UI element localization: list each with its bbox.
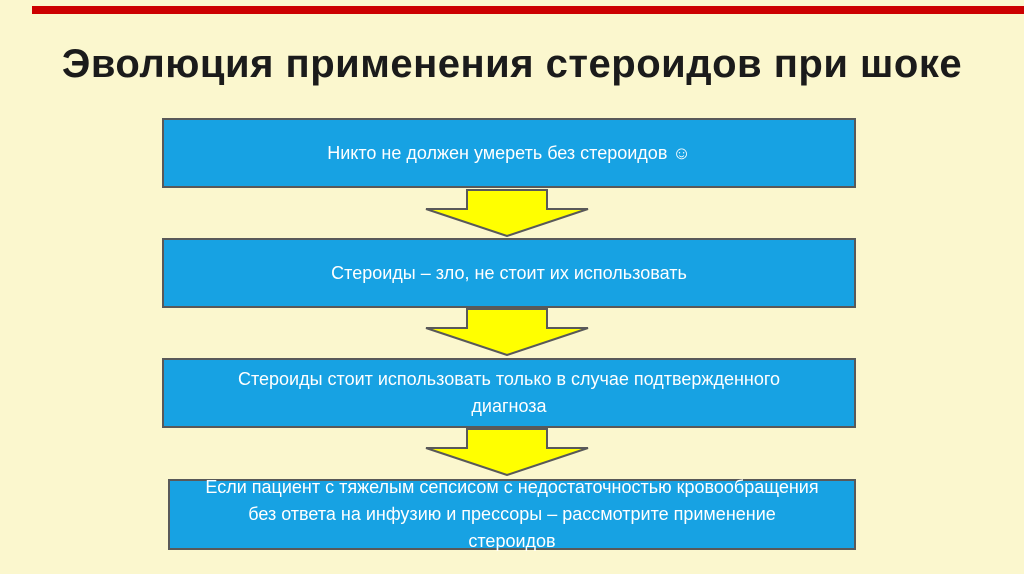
down-arrow-icon — [424, 428, 590, 476]
flow-step-2-label: Стероиды – зло, не стоит их использовать — [331, 262, 687, 283]
flow-step-3-box: Стероиды стоит использовать только в слу… — [162, 358, 856, 428]
top-red-bar — [32, 6, 1024, 14]
down-arrow-icon — [424, 189, 590, 237]
slide-title: Эволюция применения стероидов при шоке — [61, 42, 963, 86]
flow-step-1-box: Никто не должен умереть без стероидов ☺ — [162, 118, 856, 188]
flow-step-4-box: Если пациент с тяжелым сепсисом с недост… — [168, 477, 856, 551]
down-arrow-icon — [424, 308, 590, 356]
flow-step-2-box: Стероиды – зло, не стоит их использовать — [162, 238, 856, 308]
flow-step-3-label: Стероиды стоит использовать только в слу… — [237, 369, 781, 416]
flow-step-1-label: Никто не должен умереть без стероидов ☺ — [327, 142, 691, 163]
flow-step-4-label: Если пациент с тяжелым сепсисом с недост… — [205, 477, 819, 551]
